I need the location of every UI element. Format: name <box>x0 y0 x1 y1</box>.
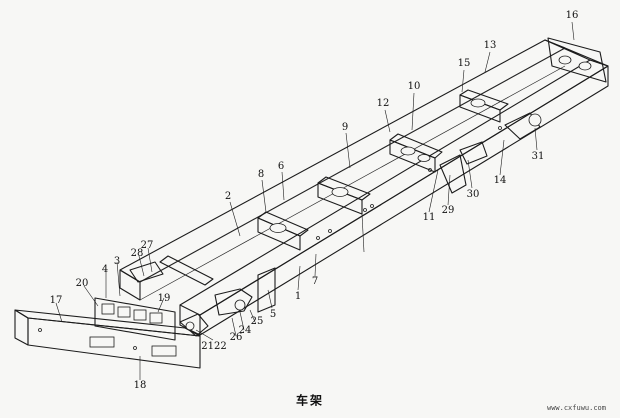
part-label-15: 15 <box>457 58 471 69</box>
front-bumper <box>14 309 201 369</box>
part-label-9: 9 <box>341 122 349 133</box>
part-label-13: 13 <box>483 40 497 51</box>
front-cross-member <box>94 297 176 341</box>
part-label-28: 29 <box>441 205 455 216</box>
cross-members <box>159 89 509 286</box>
right-side-rail <box>179 59 609 336</box>
watermark: www.cxfuwu.com <box>546 404 606 412</box>
part-label-25: 26 <box>229 332 243 343</box>
diagram-title: 车架 <box>295 393 325 408</box>
part-label-20: 20 <box>75 278 89 289</box>
part-label-7: 7 <box>311 276 319 287</box>
part-label-29: 30 <box>466 189 480 200</box>
part-label-4: 4 <box>101 264 109 275</box>
part-label-12: 12 <box>376 98 390 109</box>
rear-cross-member <box>544 37 609 83</box>
part-label-24: 25 <box>250 316 264 327</box>
part-label-16: 16 <box>565 10 579 21</box>
left-side-rail <box>119 39 566 301</box>
part-label-30: 31 <box>531 151 545 162</box>
part-label-6: 6 <box>277 161 285 172</box>
part-label-1: 1 <box>294 291 302 302</box>
part-label-18: 18 <box>133 380 147 391</box>
part-label-17: 17 <box>49 295 63 306</box>
part-label-27: 28 <box>130 248 144 259</box>
part-label-11: 11 <box>422 212 436 223</box>
part-label-19: 19 <box>157 293 171 304</box>
part-label-3: 3 <box>113 256 121 267</box>
part-label-14: 14 <box>493 175 507 186</box>
part-label-2: 2 <box>224 191 232 202</box>
brackets <box>129 112 542 337</box>
part-label-10: 10 <box>407 81 421 92</box>
part-label-5: 5 <box>269 309 277 320</box>
part-label-23: 24 <box>238 325 252 336</box>
leader-lines <box>55 21 575 380</box>
part-label-26: 27 <box>140 240 154 251</box>
part-label-2122: 2122 <box>201 341 227 352</box>
part-label-8: 8 <box>257 169 265 180</box>
